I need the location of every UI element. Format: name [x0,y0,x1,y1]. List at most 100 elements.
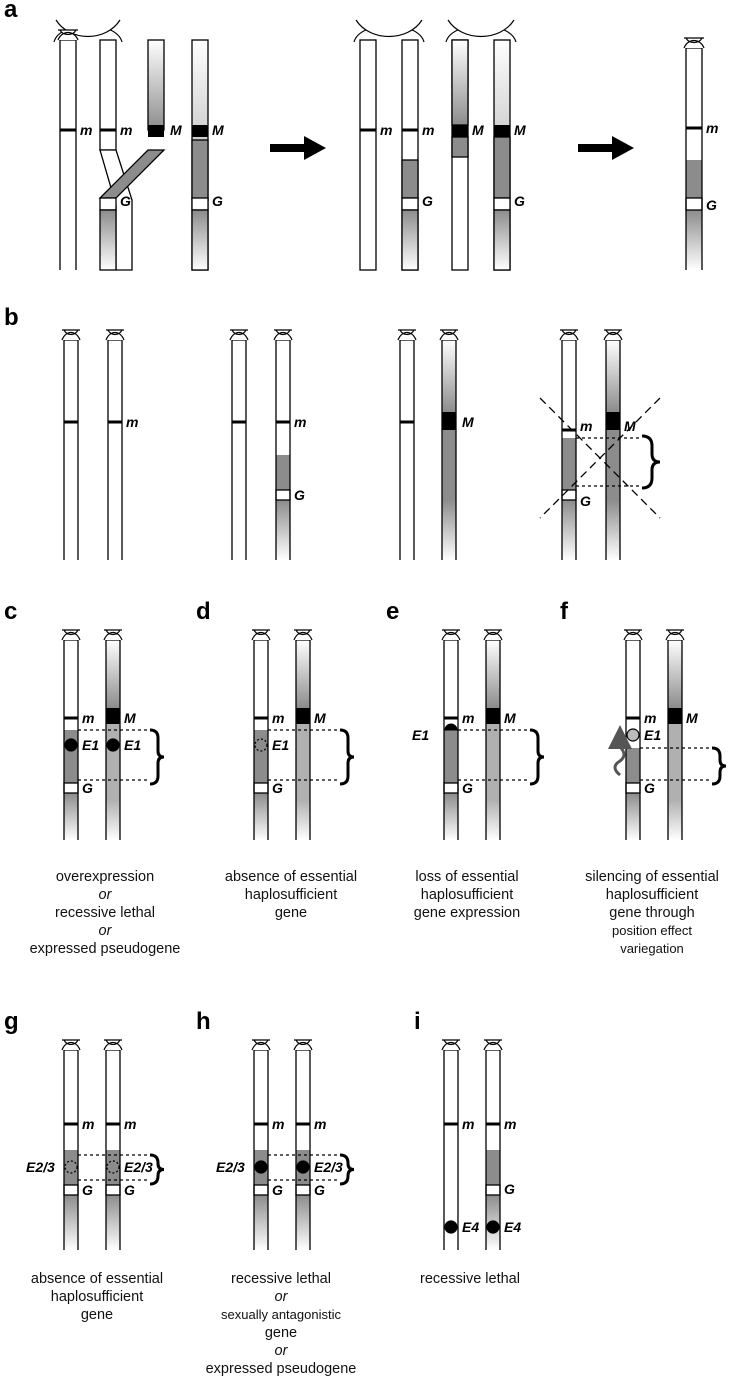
h-m-label-right: m [314,1116,326,1132]
b4-cross-2 [539,397,661,519]
b4-G-box [561,489,577,501]
caption-f-line-4: position effect [612,923,692,938]
b1-m-label: m [126,414,138,430]
d-chr-left-seg [254,793,268,840]
a-mid-chr-4-shade [493,136,511,199]
b3-chr-2-seg [442,430,456,500]
h-chr-left-seg [254,1195,268,1250]
e-chr-left-seg [444,783,458,793]
a-mid-chr-3-M [452,125,468,137]
c-chr-right-centromere [103,629,123,641]
e-chr-right-centromere [483,629,503,641]
c-chr-right-seg [106,800,120,840]
e-chr-left-seg [444,793,458,840]
i-chr-right-seg [486,1150,500,1185]
caption-e-line-3: gene expression [413,905,521,921]
caption-i-line-1: recessive lethal [420,1271,520,1287]
panel-label-b: b [4,304,19,331]
b4-chr-1-seg [562,490,576,500]
b1-chr-2-seg [108,340,122,560]
d-G-box-left [253,782,269,794]
g-chr-left-seg [64,1050,78,1150]
a-right-chr-seg [686,160,702,198]
f-chr-left-seg [626,783,640,793]
caption-g-line-2: haplosufficient [50,1289,144,1305]
a-chr-3-upper [147,39,165,131]
caption-c: overexpression or recessive lethal or ex… [2,868,208,958]
caption-h-line-6: expressed pseudogene [205,1361,357,1377]
f-E1-dot-silenced [626,728,640,742]
a-chr-1-centromere [57,29,79,41]
caption-h-line-5: or [274,1343,288,1359]
c-chr-left-seg [64,640,78,730]
panel-label-a: a [4,0,18,23]
f-chr-right-seg [668,800,682,840]
g-chr-right-seg [106,1185,120,1195]
b4-chr-2-seg [606,430,620,500]
e-chr-right-seg [486,640,500,708]
d-E1-dot-missing [254,738,268,752]
i-E4-label-left: E4 [462,1219,479,1235]
a-chr-4-lower [191,209,209,271]
c-chr-right-seg [106,708,120,724]
b4-chr-1-seg [562,500,576,560]
d-E1-label: E1 [272,737,289,753]
c-chr-right-seg [106,724,120,800]
caption-g-line-3: gene [80,1307,114,1323]
g-G-label-left: G [82,1182,93,1198]
c-chr-left-centromere [61,629,81,641]
g-G-box-left [63,1184,79,1196]
d-chr-left-seg [254,783,268,793]
a-right-chr-seg [686,198,702,210]
a-mid-m-1-label: m [380,122,392,138]
g-chr-right-seg [106,1195,120,1250]
h-G-box-left [253,1184,269,1196]
i-chr-right-seg [486,1050,500,1150]
e-brace [529,728,545,786]
b1-chr-1-seg [64,340,78,560]
b2-G-box [275,489,291,501]
d-chr-left-seg [254,730,268,783]
a-right-chr-centromere [683,37,705,49]
caption-e: loss of essential haplosufficient gene e… [372,868,562,922]
h-G-label-right: G [314,1182,325,1198]
f-m-label-left: m [644,710,656,726]
caption-h-line-3: sexually antagonistic [221,1307,341,1322]
e-G-box-left [443,782,459,794]
b2-chr-2-seg [276,490,290,500]
b4-chr-2-seg [606,412,620,430]
b1-chr-2-centromere [105,329,125,341]
a-mid-m-2-label: m [422,122,434,138]
d-chr-right-seg [296,724,310,800]
c-chr-left-seg [64,730,78,783]
panel-label-d: d [196,598,211,625]
b3-M-label: M [462,414,474,430]
caption-f: silencing of essential haplosufficient g… [558,868,746,958]
g-E23-dot-left [64,1160,78,1174]
h-chr-right-centromere [293,1039,313,1051]
b2-chr-2-centromere [273,329,293,341]
d-chr-right-centromere [293,629,313,641]
c-E1-label-left: E1 [82,737,99,753]
c-M-label: M [124,710,136,726]
d-M-label: M [314,710,326,726]
c-m-label-left: m [82,710,94,726]
a-G-2-label: G [212,193,223,209]
i-E4-dot-left [444,1220,458,1234]
b2-chr-1-centromere [229,329,249,341]
b4-m-label: m [580,418,592,434]
caption-c-line-1: overexpression [55,869,155,885]
h-chr-left-seg [254,1185,268,1195]
f-brace [711,746,727,786]
b3-chr-2-centromere [439,329,459,341]
g-m-label-left: m [82,1116,94,1132]
h-chr-right-seg [296,1195,310,1250]
a-mid-chr-4-G [493,197,511,211]
h-m-label-left: m [272,1116,284,1132]
panel-label-f: f [560,598,568,625]
a-mid-chr-3-upper [451,39,469,126]
a-right-G-label: G [706,197,717,213]
e-chr-right-seg [486,800,500,840]
h-chr-left-seg [254,1050,268,1150]
a-mid-M-1-label: M [472,122,484,138]
